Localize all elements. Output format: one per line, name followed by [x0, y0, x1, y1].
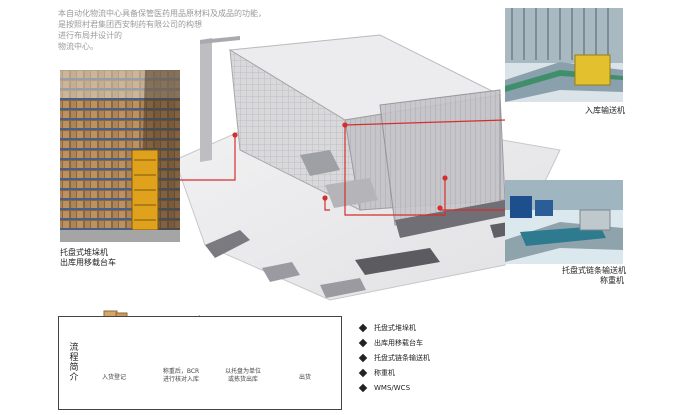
legend-item: 托盘式堆垛机	[356, 320, 506, 335]
caption-line: 称重后，BCR	[162, 368, 200, 375]
legend-label: 称重机	[374, 368, 395, 377]
inbound-conveyor-label: 入库输送机	[585, 106, 625, 115]
flow-step-3-caption: 以托盘为单位 或拣货出库	[218, 368, 268, 384]
diamond-bullet-icon	[358, 368, 368, 377]
diamond-bullet-icon	[358, 383, 368, 392]
stacker-crane-label: 托盘式堆垛机 出库用移载台车	[60, 248, 116, 268]
callout-dots	[232, 122, 448, 211]
legend-item: WMS/WCS	[356, 380, 506, 395]
legend-item: 出库用移载台车	[356, 335, 506, 350]
flow-title: 流程简介	[67, 342, 78, 382]
legend-item: 称重机	[356, 365, 506, 380]
flow-step-4-caption: 出货	[288, 374, 322, 382]
flow-step-1-caption: 入货登记	[94, 374, 134, 382]
caption-line: 以托盘为单位	[224, 368, 261, 375]
intro-line: 进行布局并设计的	[58, 31, 122, 40]
caption-line: 或拣货出库	[227, 376, 258, 383]
equipment-legend: 托盘式堆垛机 出库用移载台车 托盘式链条输送机 称重机 WMS/WCS	[356, 320, 506, 395]
diamond-bullet-icon	[358, 323, 368, 332]
label-line: 托盘式链条输送机	[562, 266, 626, 275]
intro-line: 物流中心。	[58, 42, 98, 51]
legend-label: 托盘式链条输送机	[374, 353, 430, 362]
flow-box	[58, 316, 342, 410]
flow-step-2-caption: 称重后，BCR 进行核对入库	[156, 368, 206, 384]
legend-label: 出库用移载台车	[374, 338, 423, 347]
chain-conveyor-photo	[505, 180, 623, 264]
inbound-conveyor-photo	[505, 8, 623, 102]
stacker-crane-photo	[60, 70, 180, 242]
warehouse-model	[174, 34, 561, 301]
caption-line: 进行核对入库	[162, 376, 199, 383]
legend-label: 托盘式堆垛机	[374, 323, 416, 332]
label-line: 出库用移载台车	[60, 258, 116, 267]
chain-conveyor-label: 托盘式链条输送机 称重机	[562, 266, 626, 286]
label-line: 称重机	[600, 276, 624, 285]
legend-label: WMS/WCS	[374, 383, 411, 392]
diamond-bullet-icon	[358, 353, 368, 362]
diamond-bullet-icon	[358, 338, 368, 347]
intro-text: 本自动化物流中心具备保管医药用品原材料及成品的功能， 是按照村君集团西安制药有限…	[58, 8, 308, 52]
intro-line: 本自动化物流中心具备保管医药用品原材料及成品的功能，	[58, 9, 266, 18]
intro-line: 是按照村君集团西安制药有限公司的构想	[58, 20, 202, 29]
caption-line: 入货登记	[101, 374, 126, 381]
label-line: 托盘式堆垛机	[60, 248, 108, 257]
legend-item: 托盘式链条输送机	[356, 350, 506, 365]
caption-line: 出货	[298, 374, 311, 381]
